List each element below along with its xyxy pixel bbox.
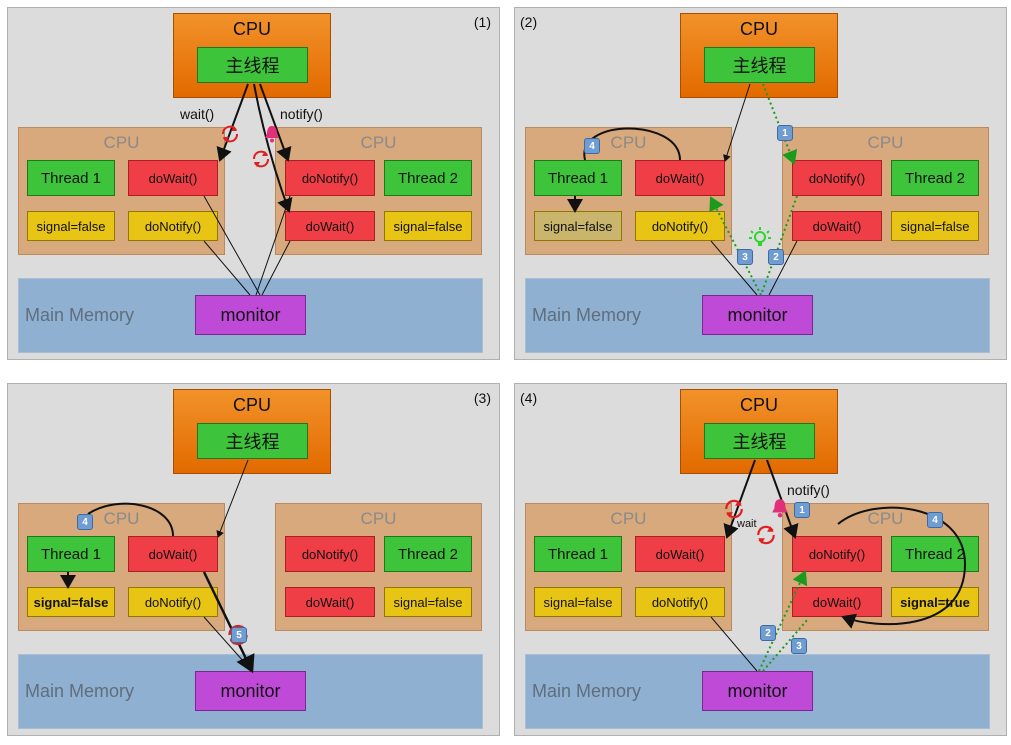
- main-cpu-label: CPU: [232, 395, 271, 415]
- do-notify-left: doNotify(): [128, 211, 218, 241]
- panel-number: (4): [520, 390, 538, 406]
- number-badge-icon: 1: [777, 125, 793, 141]
- signal-left: signal=false: [534, 587, 622, 617]
- main-cpu-label: CPU: [739, 395, 778, 415]
- thread-2: Thread 2: [384, 536, 472, 572]
- panel-4: (4) CPU 主线程 CPU CPU Thread 1 doWait() si…: [514, 383, 1007, 736]
- do-notify-right: doNotify(): [792, 160, 882, 196]
- wait-short-label: wait: [737, 518, 757, 530]
- cpu-area-label: CPU: [103, 509, 140, 528]
- main-cpu-label: CPU: [739, 19, 778, 39]
- thread-1: Thread 1: [27, 160, 115, 196]
- cpu-area-label: CPU: [360, 509, 397, 528]
- number-badge-icon: 4: [584, 138, 600, 154]
- panel-1: (1) CPU 主线程 CPU CPU Thread 1 doWait() si…: [7, 7, 500, 360]
- cpu-area-label: CPU: [867, 133, 904, 152]
- cycle-icon: [253, 150, 269, 168]
- main-cpu-label: CPU: [232, 19, 271, 39]
- do-wait-right: doWait(): [792, 211, 882, 241]
- panel-number: (3): [473, 390, 491, 406]
- monitor: monitor: [702, 671, 813, 711]
- panel-3: (3) CPU 主线程 CPU CPU Thread 1 doWait() si…: [7, 383, 500, 736]
- monitor: monitor: [702, 295, 813, 335]
- do-wait-left: doWait(): [635, 536, 725, 572]
- notify-call-label: notify(): [280, 106, 323, 122]
- panel-number: (2): [520, 14, 538, 30]
- do-notify-right: doNotify(): [285, 536, 375, 572]
- main-thread: 主线程: [704, 47, 815, 83]
- signal-right: signal=false: [384, 587, 472, 617]
- do-wait-left: doWait(): [635, 160, 725, 196]
- panel-number: (1): [473, 14, 491, 30]
- do-notify-left: doNotify(): [128, 587, 218, 617]
- cpu-area-label: CPU: [360, 133, 397, 152]
- number-badge-icon: 4: [77, 514, 93, 530]
- main-thread: 主线程: [704, 423, 815, 459]
- main-thread: 主线程: [197, 423, 308, 459]
- thread-1: Thread 1: [534, 160, 622, 196]
- bell-icon: [265, 126, 279, 143]
- cycle-icon: [757, 525, 775, 545]
- do-wait-left: doWait(): [128, 536, 218, 572]
- thread-2: Thread 2: [891, 536, 979, 572]
- thread-1: Thread 1: [27, 536, 115, 572]
- monitor: monitor: [195, 295, 306, 335]
- number-badge-icon: 3: [737, 249, 753, 265]
- panel-2: (2) CPU 主线程 CPU CPU Thread 1 doWait() si…: [514, 7, 1007, 360]
- number-badge-icon: 2: [768, 249, 784, 265]
- thread-2: Thread 2: [384, 160, 472, 196]
- do-wait-left: doWait(): [128, 160, 218, 196]
- number-badge-icon: 5: [231, 627, 247, 643]
- number-badge-icon: 4: [927, 512, 943, 528]
- lightbulb-icon: [749, 227, 771, 246]
- cpu-area-label: CPU: [610, 509, 647, 528]
- number-badge-icon: 1: [794, 502, 810, 518]
- signal-left: signal=false: [27, 211, 115, 241]
- bell-icon: [772, 499, 788, 518]
- signal-left: signal=false: [27, 587, 115, 617]
- cpu-area-label: CPU: [103, 133, 140, 152]
- do-notify-left: doNotify(): [635, 587, 725, 617]
- do-notify-right: doNotify(): [792, 536, 882, 572]
- do-wait-right: doWait(): [285, 211, 375, 241]
- thread-2: Thread 2: [891, 160, 979, 196]
- signal-right: signal=true: [891, 587, 979, 617]
- thread-1: Thread 1: [534, 536, 622, 572]
- do-notify-left: doNotify(): [635, 211, 725, 241]
- do-wait-right: doWait(): [285, 587, 375, 617]
- signal-left: signal=false: [534, 211, 622, 241]
- main-thread: 主线程: [197, 47, 308, 83]
- cpu-area-label: CPU: [867, 509, 904, 528]
- monitor: monitor: [195, 671, 306, 711]
- signal-right: signal=false: [384, 211, 472, 241]
- do-wait-right: doWait(): [792, 587, 882, 617]
- wait-call-label: wait(): [180, 106, 215, 122]
- cpu-area-label: CPU: [610, 133, 647, 152]
- notify-call-label: notify(): [787, 482, 830, 498]
- number-badge-icon: 2: [760, 625, 776, 641]
- signal-right: signal=false: [891, 211, 979, 241]
- number-badge-icon: 3: [791, 638, 807, 654]
- do-notify-right: doNotify(): [285, 160, 375, 196]
